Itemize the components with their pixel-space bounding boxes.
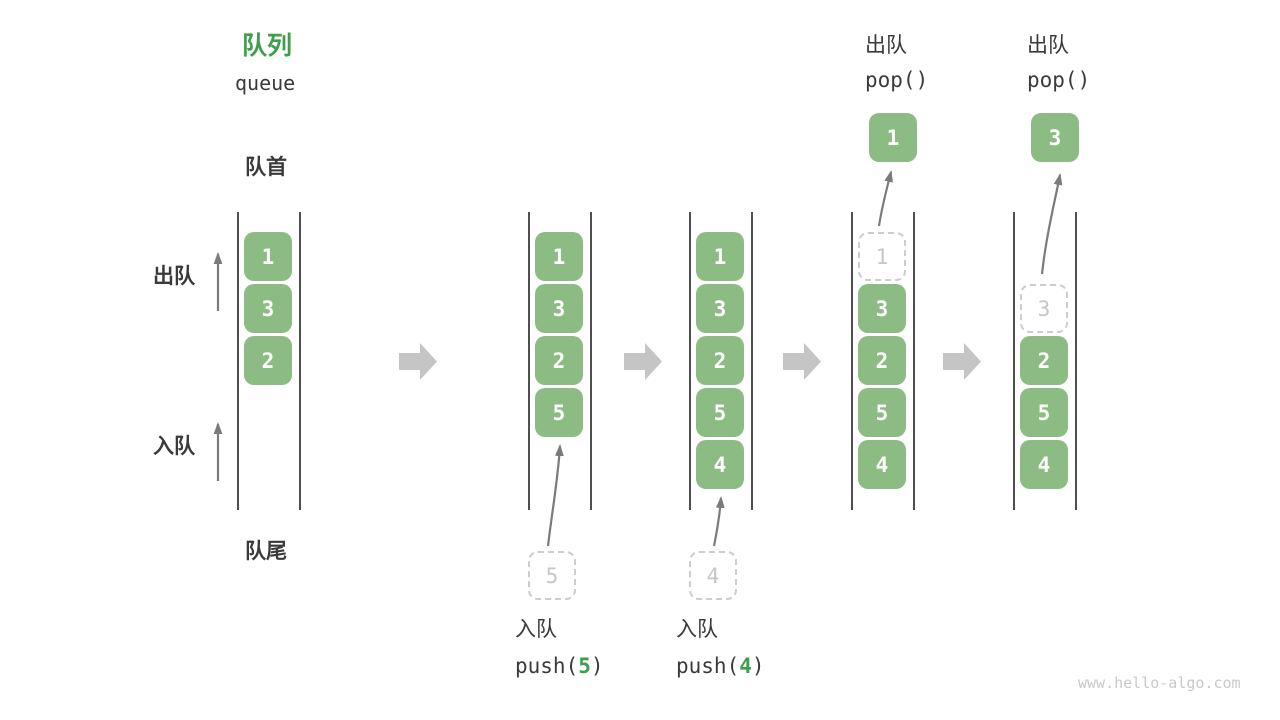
pop-code: pop() [1027,68,1091,92]
push-code-text: push( [676,654,740,678]
queue-slot: 4 [858,440,906,489]
pop-arrow-stage-5 [1040,173,1063,275]
push-code-text: ) [590,654,604,678]
queue-slot: 4 [696,440,744,489]
queue-wall-right [590,212,592,510]
stage-transition-arrow-4 [943,343,981,380]
pop-label: 出队 [865,34,907,57]
label-queue-front: 队首 [245,156,287,179]
queue-slot: 4 [1020,440,1068,489]
push-staging-box: 5 [528,551,576,600]
queue-wall-right [299,212,301,510]
queue-slot: 3 [244,284,292,333]
stage-transition-arrow-1 [399,343,437,380]
queue-wall-left [237,212,239,510]
push-arrow-stage-2 [546,444,564,547]
queue-slot: 1 [244,232,292,281]
queue-slot: 2 [244,336,292,385]
queue-slot: 3 [696,284,744,333]
label-enqueue: 入队 [153,435,195,458]
diagram-subtitle: queue [235,71,296,95]
pop-code: pop() [865,68,929,92]
queue-slot: 3 [858,284,906,333]
popped-value-box: 1 [869,113,917,162]
queue-slot: 5 [858,388,906,437]
queue-slot-dashed: 3 [1020,284,1068,333]
queue-slot: 2 [858,336,906,385]
queue-slot-dashed: 1 [858,232,906,281]
push-code: push(4) [676,656,765,677]
popped-value-box: 3 [1031,113,1079,162]
queue-slot: 3 [535,284,583,333]
queue-wall-left [1013,212,1015,510]
push-code-text: ) [751,654,765,678]
push-staging-box: 4 [689,551,737,600]
watermark: www.hello-algo.com [1078,674,1241,692]
pop-arrow-stage-4 [877,170,893,227]
push-code: push(5) [515,656,604,677]
push-label: 入队 [676,618,718,641]
push-label: 入队 [515,618,557,641]
queue-wall-right [751,212,753,510]
queue-slot: 5 [1020,388,1068,437]
queue-slot: 2 [535,336,583,385]
queue-slot: 1 [535,232,583,281]
queue-slot: 1 [696,232,744,281]
stage-transition-arrow-2 [624,343,662,380]
queue-slot: 5 [535,388,583,437]
diagram-title: 队列 [242,32,293,60]
push-code-text: push( [515,654,579,678]
label-queue-rear: 队尾 [245,540,287,563]
queue-slot: 2 [696,336,744,385]
label-dequeue: 出队 [153,265,195,288]
stage-transition-arrow-3 [783,343,821,380]
queue-wall-left [851,212,853,510]
push-code-arg: 5 [578,654,591,678]
queue-wall-left [689,212,691,510]
queue-slot: 5 [696,388,744,437]
queue-slot: 2 [1020,336,1068,385]
push-arrow-stage-3 [712,496,725,547]
queue-wall-right [1075,212,1077,510]
queue-wall-left [528,212,530,510]
push-code-arg: 4 [739,654,752,678]
pop-label: 出队 [1027,34,1069,57]
queue-wall-right [913,212,915,510]
